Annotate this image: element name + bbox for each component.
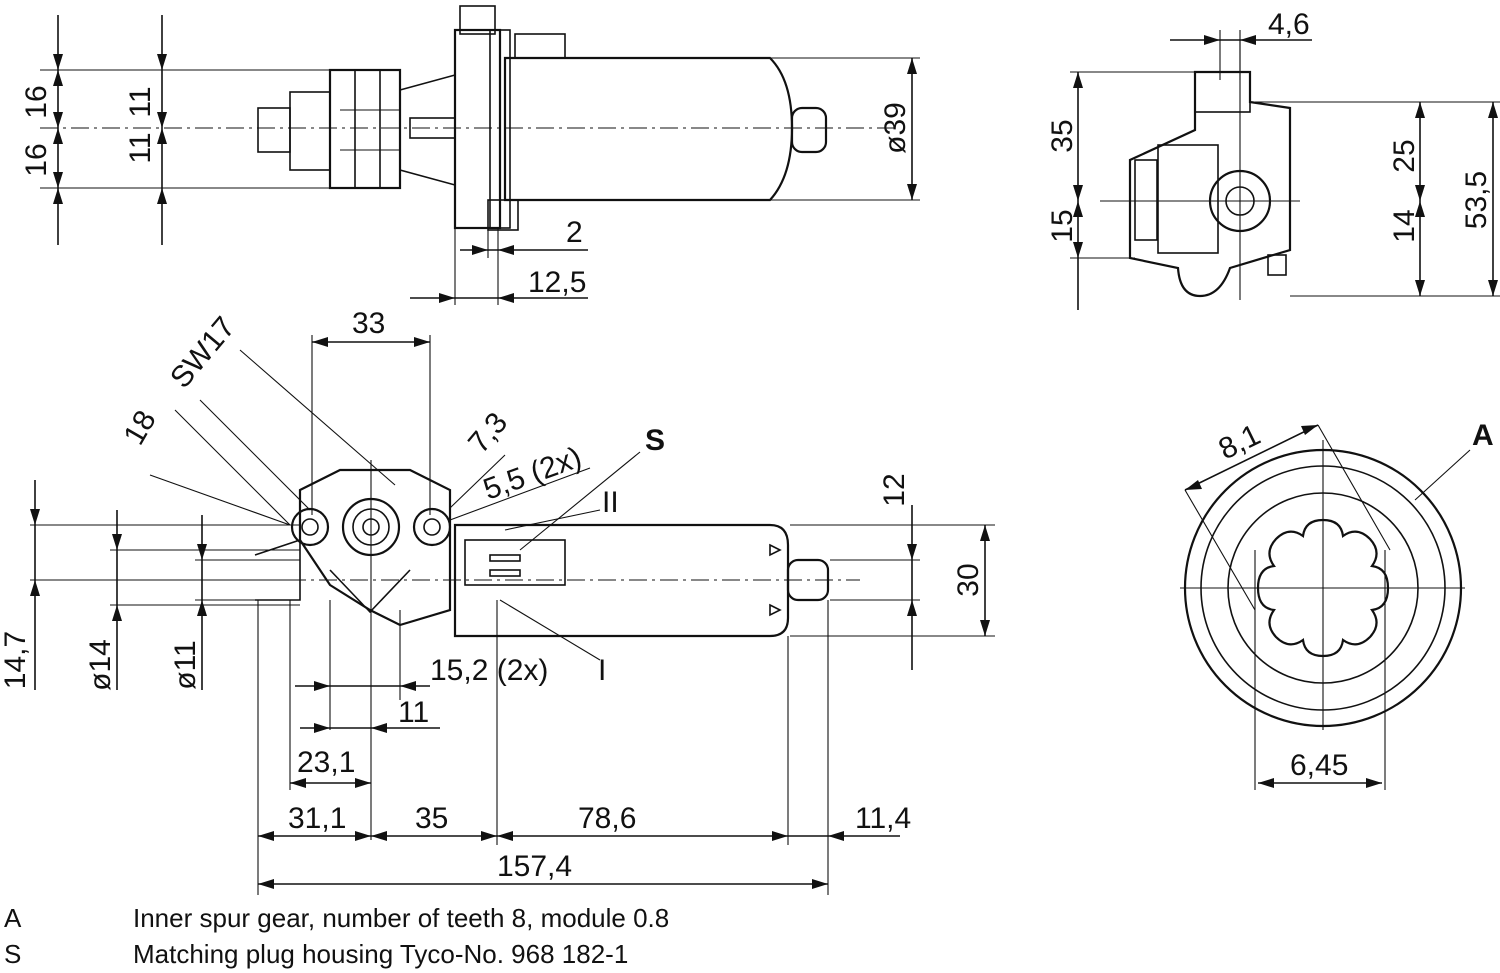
legend-key: S <box>4 939 22 969</box>
top-dim-30: 30 <box>952 563 985 596</box>
gear-label-a: A <box>1472 419 1494 452</box>
top-view: 33 SW17 18 7,3 5,5 (2x) S II 12 30 I 14,… <box>0 307 995 895</box>
gear-detail: 6,45 8,1 A <box>1180 418 1494 790</box>
gear-dim-8-1: 8,1 <box>1214 418 1266 466</box>
top-dim-11: 11 <box>398 696 429 729</box>
legend-text: Matching plug housing Tyco-No. 968 182-1 <box>133 939 629 969</box>
end-dim-4-6: 4,6 <box>1268 8 1310 41</box>
top-dim-78-6: 78,6 <box>578 802 636 835</box>
legend-text: Inner spur gear, number of teeth 8, modu… <box>133 903 670 933</box>
technical-drawing: 16 16 11 11 ø39 2 12,5 4,6 <box>0 5 1500 895</box>
side-dim-11-upper: 11 <box>124 86 157 117</box>
end-dim-35: 35 <box>1046 119 1079 152</box>
top-dim-15-2-2x: 15,2 (2x) <box>430 654 548 687</box>
top-label-ii: II <box>602 486 619 519</box>
gear-dim-6-45: 6,45 <box>1290 749 1348 782</box>
side-dim-11-lower: 11 <box>124 132 157 163</box>
top-dim-14-7: 14,7 <box>0 631 32 689</box>
top-label-i: I <box>598 654 606 687</box>
top-dim-18: 18 <box>117 405 162 450</box>
legend-key: A <box>4 903 22 933</box>
side-dim-16-lower: 16 <box>20 143 53 176</box>
legend-row-a: A Inner spur gear, number of teeth 8, mo… <box>0 900 900 936</box>
end-dim-15: 15 <box>1046 209 1079 242</box>
top-dim-dia11: ø11 <box>169 640 202 689</box>
top-dim-33: 33 <box>352 307 385 340</box>
top-dim-35: 35 <box>415 802 448 835</box>
top-dim-12: 12 <box>878 473 911 506</box>
end-dim-53-5: 53,5 <box>1460 171 1493 229</box>
top-dim-11-4: 11,4 <box>855 802 911 835</box>
legend-row-s: S Matching plug housing Tyco-No. 968 182… <box>0 936 900 972</box>
top-dim-31-1: 31,1 <box>288 802 346 835</box>
top-dim-sw17: SW17 <box>164 311 242 395</box>
top-dim-157-4: 157,4 <box>497 850 572 883</box>
end-view: 4,6 35 15 25 14 53,5 <box>1046 8 1500 310</box>
end-dim-14: 14 <box>1388 209 1421 242</box>
side-dim-16-upper: 16 <box>20 85 53 118</box>
top-dim-7-3: 7,3 <box>462 406 514 459</box>
top-dim-dia14: ø14 <box>84 639 117 691</box>
top-dim-23-1: 23,1 <box>297 746 355 779</box>
top-label-s: S <box>645 424 665 457</box>
side-view: 16 16 11 11 ø39 2 12,5 <box>20 5 920 305</box>
legend: A Inner spur gear, number of teeth 8, mo… <box>0 898 1500 973</box>
side-dim-dia39: ø39 <box>879 102 912 154</box>
side-dim-12-5: 12,5 <box>528 266 586 299</box>
end-dim-25: 25 <box>1388 139 1421 172</box>
top-dim-5-5-2x: 5,5 (2x) <box>479 441 586 507</box>
side-dim-2: 2 <box>566 216 583 249</box>
